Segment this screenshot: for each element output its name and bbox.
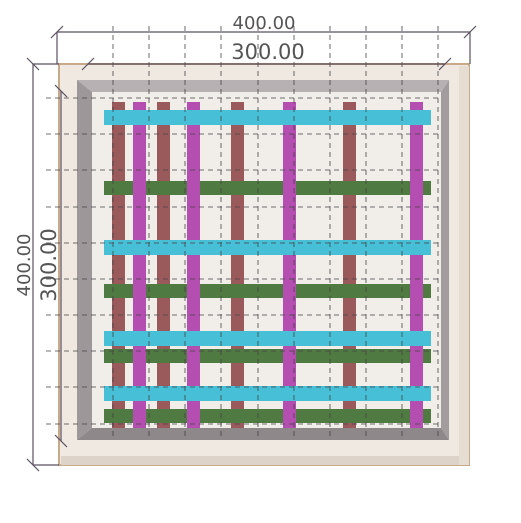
green-bar bbox=[104, 181, 431, 195]
dim-outer-height-label: 400.00 bbox=[14, 234, 35, 297]
green-bar bbox=[104, 409, 431, 423]
inner-field bbox=[92, 92, 441, 428]
dimension-lines bbox=[26, 25, 477, 472]
magenta-bar bbox=[410, 102, 423, 428]
magenta-bar bbox=[187, 102, 200, 428]
outer-slab-shadow bbox=[61, 456, 469, 465]
brown-bar bbox=[231, 102, 244, 428]
cyan-bar bbox=[104, 240, 431, 255]
dim-outer-width-label: 400.00 bbox=[233, 13, 296, 34]
brown-bar bbox=[157, 102, 170, 428]
dimension-tick-icon bbox=[54, 84, 68, 98]
outer-slab-shadow-right bbox=[459, 66, 469, 465]
magenta-bar bbox=[283, 102, 296, 428]
frame-bottom bbox=[77, 428, 449, 440]
green-bar bbox=[104, 284, 431, 298]
magenta-vertical-bars bbox=[133, 102, 423, 428]
cyan-bar bbox=[104, 110, 431, 125]
magenta-bar bbox=[133, 102, 146, 428]
cyan-bar bbox=[104, 331, 431, 346]
cyan-bar bbox=[104, 386, 431, 401]
frame-top bbox=[77, 80, 449, 92]
frame-left bbox=[77, 80, 92, 440]
dimension-tick-icon bbox=[81, 57, 95, 71]
dim-inner-width-label: 300.00 bbox=[231, 40, 304, 64]
green-horizontal-bars bbox=[104, 181, 431, 423]
dimension-tick-icon bbox=[438, 57, 452, 71]
grid-lines bbox=[46, 26, 439, 440]
green-bar bbox=[104, 349, 431, 363]
brown-bar bbox=[112, 102, 125, 428]
cyan-horizontal-bars bbox=[104, 110, 431, 401]
brown-bar bbox=[343, 102, 356, 428]
frame-right bbox=[441, 80, 449, 440]
dimension-tick-icon bbox=[54, 434, 68, 448]
dim-inner-height-label: 300.00 bbox=[37, 228, 61, 301]
